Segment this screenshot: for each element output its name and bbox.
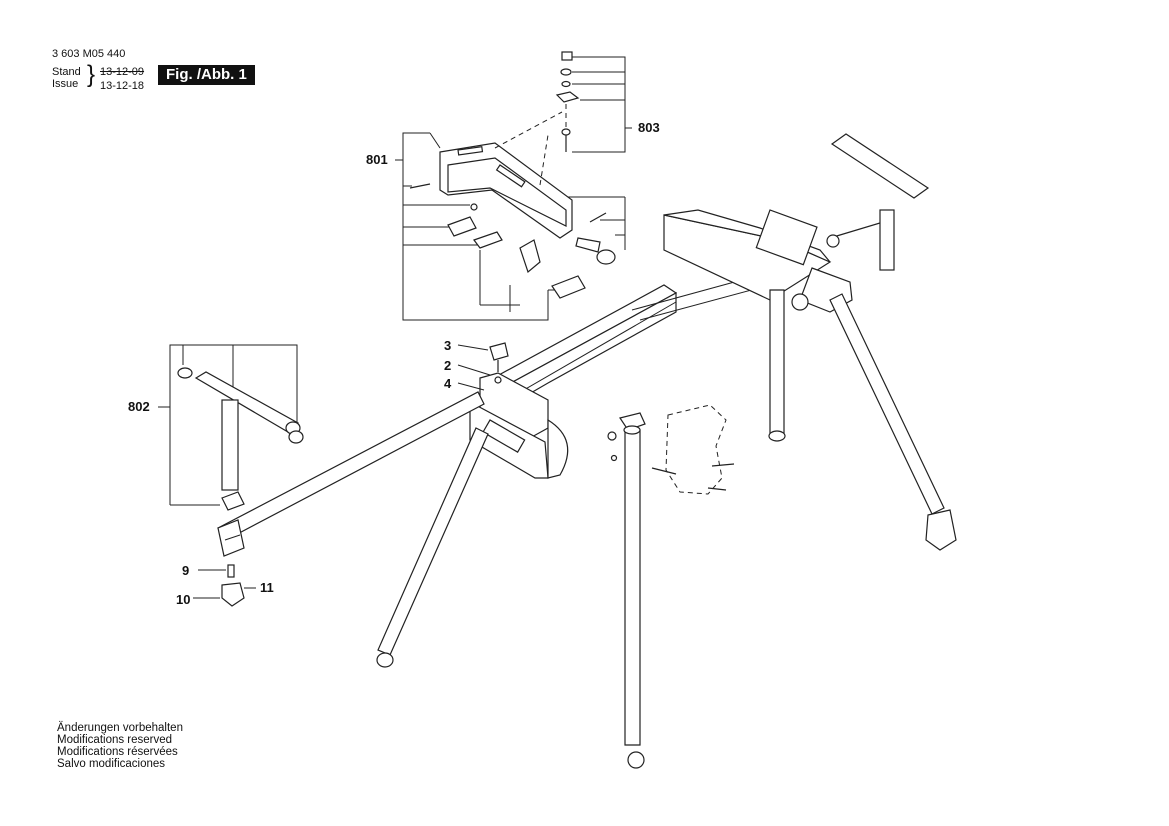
stand-date: 13-12-09 [100, 66, 145, 78]
footer-note: Modifications reserved [57, 734, 173, 746]
loose-leg [607, 404, 735, 769]
callout-9: 9 [182, 563, 189, 578]
callout-802: 802 [128, 399, 150, 414]
callout-4: 4 [444, 376, 452, 391]
callout-3: 3 [444, 338, 451, 353]
callout-11: 11 [260, 580, 274, 595]
figure-label: Fig. /Abb. 1 [158, 65, 255, 85]
main-frame [217, 133, 957, 668]
footer-note: Änderungen vorbehalten [57, 722, 183, 734]
issue-label: Issue [52, 78, 79, 90]
group-802 [158, 344, 304, 511]
callout-801: 801 [366, 152, 388, 167]
callout-10: 10 [176, 592, 190, 607]
group-803 [555, 51, 632, 153]
issue-date: 13-12-18 [100, 80, 145, 92]
footer-note: Modifications réservées [57, 746, 178, 758]
fasteners-2-3-4 [457, 342, 509, 391]
footer-note: Salvo modificaciones [57, 758, 166, 770]
callout-2: 2 [444, 358, 451, 373]
stand-label: Stand [52, 66, 81, 78]
brace-glyph: } [87, 61, 96, 88]
inset-801 [395, 111, 626, 321]
callout-803: 803 [638, 120, 660, 135]
part-number: 3 603 M05 440 [52, 48, 126, 60]
